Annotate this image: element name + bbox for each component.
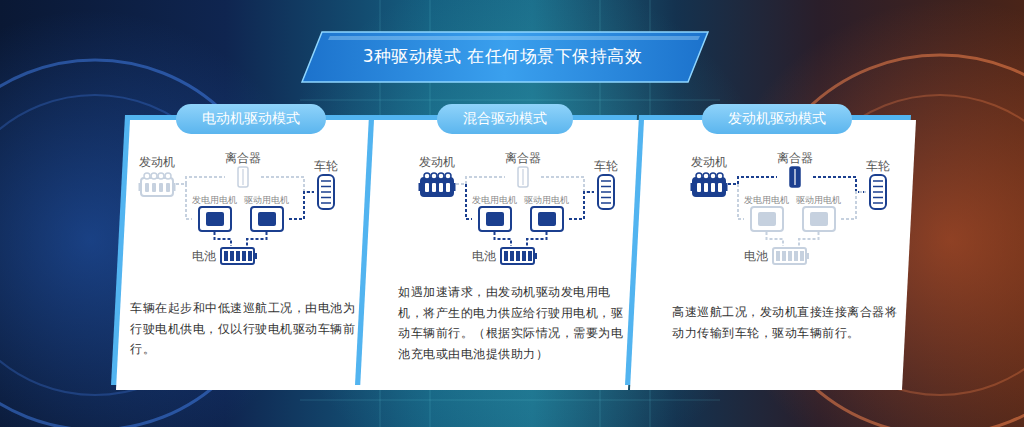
motor-icon xyxy=(802,206,836,232)
mode-panel: 如遇加速请求，由发动机驱动发电用电机，将产生的电力供应给行驶用电机，驱动车辆前行… xyxy=(360,120,642,390)
part-label: 离合器 xyxy=(225,150,261,166)
mode-description: 高速巡航工况，发动机直接连接离合器将动力传输到车轮，驱动车辆前行。 xyxy=(672,302,902,343)
drive-motor: 驱动用电机 xyxy=(796,194,841,232)
part-label: 驱动用电机 xyxy=(796,194,841,206)
part-label: 电池 xyxy=(472,248,496,264)
power-line xyxy=(541,177,594,192)
part-label: 车轮 xyxy=(314,158,338,174)
battery-icon xyxy=(500,246,538,266)
part-label: 电池 xyxy=(192,248,216,264)
power-line xyxy=(813,177,866,192)
motor-icon xyxy=(530,206,564,232)
engine-icon xyxy=(418,170,456,198)
part-label: 发动机 xyxy=(419,154,455,170)
part-label: 发电用电机 xyxy=(192,194,237,206)
engine-part: 发动机 xyxy=(690,154,728,198)
drive-motor: 驱动用电机 xyxy=(244,194,289,232)
part-label: 车轮 xyxy=(594,158,618,174)
battery-icon xyxy=(772,246,810,266)
part-label: 驱动用电机 xyxy=(524,194,569,206)
power-line xyxy=(247,232,267,246)
power-line xyxy=(841,192,866,219)
motor-icon xyxy=(198,206,232,232)
power-line xyxy=(799,232,819,246)
power-line xyxy=(456,184,472,219)
mode-header: 混合驱动模式 xyxy=(437,104,573,134)
power-line xyxy=(767,232,784,246)
mode-header: 发动机驱动模式 xyxy=(702,104,852,134)
header-text: 发动机驱动模式 xyxy=(728,110,826,128)
part-label: 驱动用电机 xyxy=(244,194,289,206)
part-label: 发电用电机 xyxy=(472,194,517,206)
power-line xyxy=(527,232,547,246)
part-label: 发动机 xyxy=(691,154,727,170)
mode-description: 车辆在起步和中低速巡航工况，由电池为行驶电机供电，仅以行驶电机驱动车辆前行。 xyxy=(130,298,356,360)
engine-part: 发动机 xyxy=(138,154,176,198)
power-line xyxy=(456,177,505,184)
panel-shape xyxy=(624,114,916,390)
power-line xyxy=(176,177,225,184)
motor-icon xyxy=(250,206,284,232)
part-label: 离合器 xyxy=(777,150,813,166)
part-label: 发电用电机 xyxy=(744,194,789,206)
part-label: 离合器 xyxy=(505,150,541,166)
part-label: 发动机 xyxy=(139,154,175,170)
generator-motor: 发电用电机 xyxy=(744,194,789,232)
power-line xyxy=(728,184,744,219)
engine-icon xyxy=(138,170,176,198)
title-holder: 3种驱动模式 在任何场景下保持高效 xyxy=(305,32,700,80)
wheel-part: 车轮 xyxy=(594,158,618,210)
generator-motor: 发电用电机 xyxy=(192,194,237,232)
clutch-icon xyxy=(786,166,804,188)
clutch-part: 离合器 xyxy=(505,150,541,188)
clutch-icon xyxy=(234,166,252,188)
generator-motor: 发电用电机 xyxy=(472,194,517,232)
mode-header: 电动机驱动模式 xyxy=(176,104,326,134)
part-label: 电池 xyxy=(744,248,768,264)
mode-panel: 车辆在起步和中低速巡航工况，由电池为行驶电机供电，仅以行驶电机驱动车辆前行。电动… xyxy=(116,120,378,390)
wheel-icon xyxy=(868,174,888,210)
battery-icon xyxy=(220,246,258,266)
drive-motor: 驱动用电机 xyxy=(524,194,569,232)
power-line xyxy=(495,232,512,246)
wheel-icon xyxy=(596,174,616,210)
power-line xyxy=(728,177,777,184)
battery-part: 电池 xyxy=(744,246,810,266)
wheel-icon xyxy=(316,174,336,210)
motor-icon xyxy=(750,206,784,232)
header-text: 混合驱动模式 xyxy=(463,110,547,128)
wheel-part: 车轮 xyxy=(866,158,890,210)
mode-description: 如遇加速请求，由发动机驱动发电用电机，将产生的电力供应给行驶用电机，驱动车辆前行… xyxy=(398,282,628,365)
battery-part: 电池 xyxy=(192,246,258,266)
power-line xyxy=(569,192,594,219)
engine-part: 发动机 xyxy=(418,154,456,198)
clutch-part: 离合器 xyxy=(777,150,813,188)
power-line xyxy=(215,232,232,246)
power-line xyxy=(176,184,192,219)
clutch-icon xyxy=(514,166,532,188)
part-label: 车轮 xyxy=(866,158,890,174)
motor-icon xyxy=(478,206,512,232)
mode-panel: 高速巡航工况，发动机直接连接离合器将动力传输到车轮，驱动车辆前行。发动机驱动模式… xyxy=(630,120,916,390)
wheel-part: 车轮 xyxy=(314,158,338,210)
battery-part: 电池 xyxy=(472,246,538,266)
header-text: 电动机驱动模式 xyxy=(202,110,300,128)
clutch-part: 离合器 xyxy=(225,150,261,188)
title-text: 3种驱动模式 在任何场景下保持高效 xyxy=(363,45,643,68)
engine-icon xyxy=(690,170,728,198)
power-line xyxy=(261,177,314,192)
power-line xyxy=(289,192,314,219)
